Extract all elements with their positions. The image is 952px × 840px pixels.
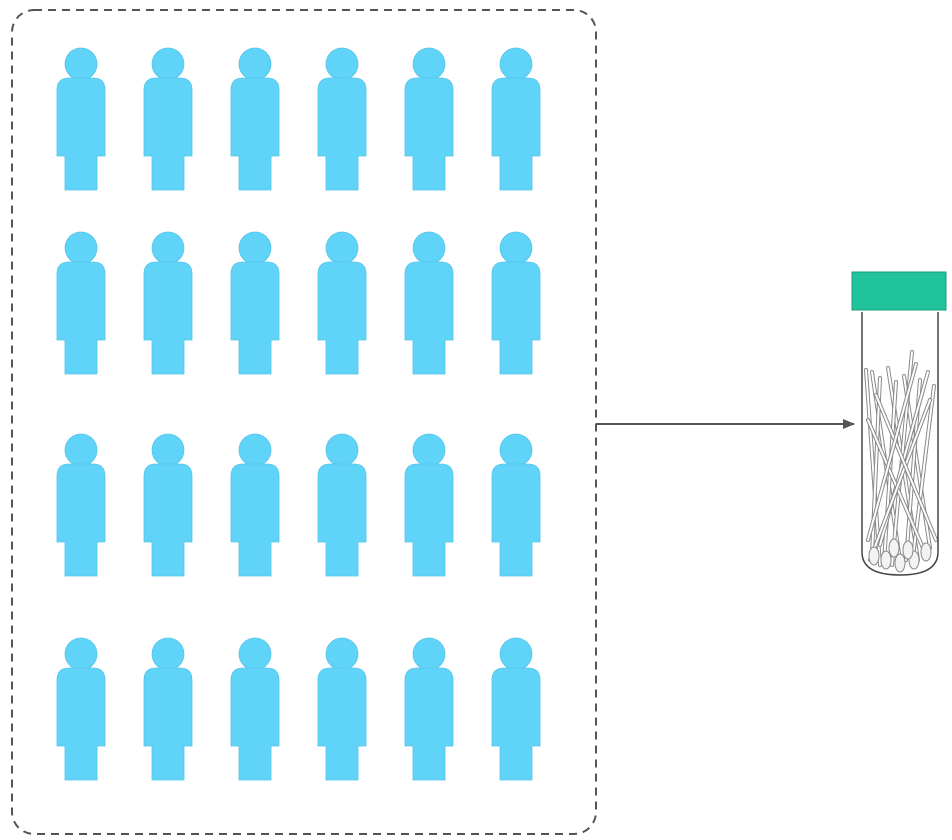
person-body [144, 464, 192, 576]
people-grid [57, 48, 540, 780]
sample-tube-icon [852, 272, 946, 575]
person-icon [57, 48, 105, 190]
person-icon [405, 434, 453, 576]
person-head [152, 48, 184, 80]
person-icon [231, 638, 279, 780]
person-body [57, 262, 105, 374]
person-head [65, 48, 97, 80]
person-body [405, 78, 453, 190]
person-head [413, 48, 445, 80]
person-body [405, 262, 453, 374]
person-icon [318, 48, 366, 190]
swab-tip [921, 543, 931, 561]
person-body [318, 464, 366, 576]
swab-tip [903, 541, 913, 559]
person-body [318, 78, 366, 190]
person-body [144, 668, 192, 780]
person-head [65, 638, 97, 670]
person-body [57, 78, 105, 190]
person-body [231, 78, 279, 190]
person-body [492, 464, 540, 576]
person-head [152, 638, 184, 670]
person-head [152, 434, 184, 466]
person-head [413, 434, 445, 466]
person-icon [405, 638, 453, 780]
person-head [65, 232, 97, 264]
person-head [239, 232, 271, 264]
person-head [239, 434, 271, 466]
person-icon [492, 434, 540, 576]
person-icon [318, 638, 366, 780]
person-body [492, 262, 540, 374]
person-body [318, 262, 366, 374]
person-body [231, 262, 279, 374]
person-icon [57, 434, 105, 576]
swab-tip [869, 547, 879, 565]
person-body [57, 668, 105, 780]
person-body [405, 464, 453, 576]
person-icon [231, 48, 279, 190]
person-body [144, 78, 192, 190]
swab-tip [881, 551, 891, 569]
person-body [492, 78, 540, 190]
person-head [500, 638, 532, 670]
person-head [500, 48, 532, 80]
person-body [318, 668, 366, 780]
tube-cap [852, 272, 946, 310]
swab-tip [889, 539, 899, 557]
person-body [405, 668, 453, 780]
person-icon [318, 434, 366, 576]
person-icon [405, 48, 453, 190]
person-icon [144, 48, 192, 190]
person-head [413, 232, 445, 264]
person-icon [144, 232, 192, 374]
swab-tip [895, 554, 905, 572]
person-head [326, 48, 358, 80]
person-icon [492, 638, 540, 780]
person-head [413, 638, 445, 670]
person-head [152, 232, 184, 264]
person-body [231, 464, 279, 576]
person-head [239, 48, 271, 80]
person-head [500, 434, 532, 466]
person-icon [492, 232, 540, 374]
person-icon [231, 232, 279, 374]
person-icon [57, 232, 105, 374]
person-body [231, 668, 279, 780]
person-body [57, 464, 105, 576]
person-body [144, 262, 192, 374]
person-icon [57, 638, 105, 780]
person-body [492, 668, 540, 780]
swabs [866, 352, 936, 572]
person-icon [318, 232, 366, 374]
person-head [326, 638, 358, 670]
person-icon [231, 434, 279, 576]
person-icon [144, 638, 192, 780]
person-head [500, 232, 532, 264]
person-head [326, 232, 358, 264]
person-icon [144, 434, 192, 576]
person-head [326, 434, 358, 466]
person-head [239, 638, 271, 670]
person-icon [405, 232, 453, 374]
person-head [65, 434, 97, 466]
person-icon [492, 48, 540, 190]
